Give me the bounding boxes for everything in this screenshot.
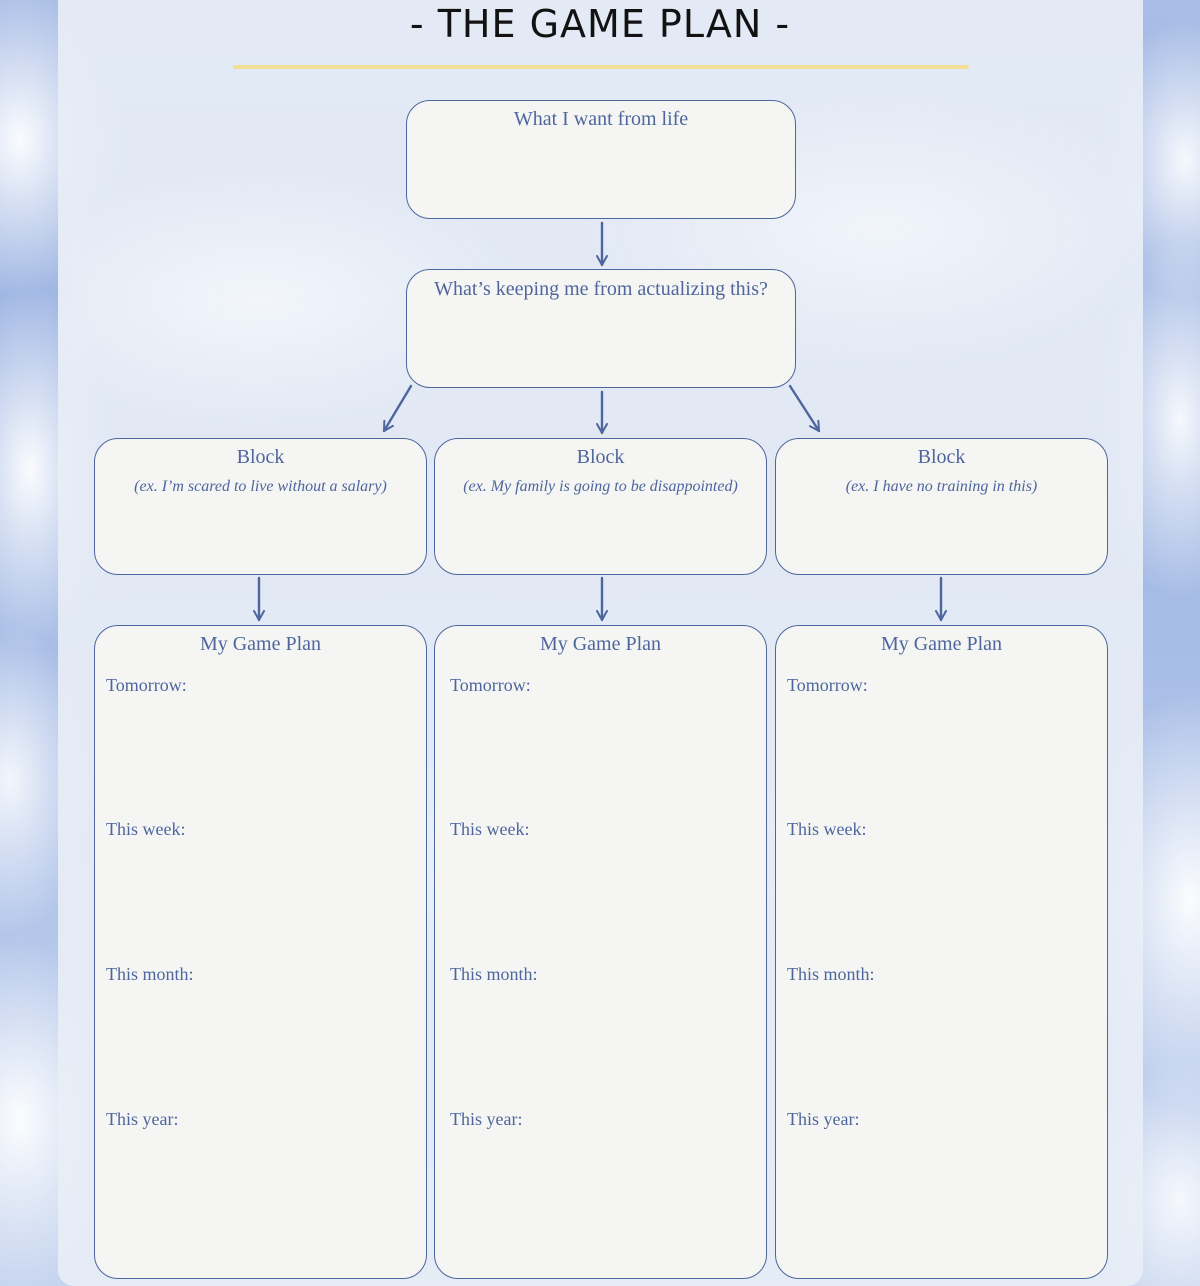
block-box-1: Block (ex. I’m scared to live without a …: [94, 438, 427, 575]
tomorrow-label: Tomorrow:: [450, 675, 531, 695]
block-example: (ex. My family is going to be disappoint…: [463, 478, 738, 495]
arrow-keeping-to-block-3: [788, 384, 821, 433]
game-plan-box-2: My Game Plan Tomorrow: This week: This m…: [434, 625, 767, 1279]
want-from-life-box: What I want from life: [406, 100, 796, 219]
this-month-label: This month:: [450, 964, 538, 984]
block-title: Block: [917, 446, 966, 468]
keeping-me-label: What’s keeping me from actualizing this?: [434, 278, 768, 300]
this-year-label: This year:: [106, 1109, 179, 1129]
block-title: Block: [236, 446, 285, 468]
this-year-label: This year:: [787, 1109, 860, 1129]
game-plan-box-3: My Game Plan Tomorrow: This week: This m…: [775, 625, 1108, 1279]
keeping-me-box: What’s keeping me from actualizing this?: [406, 269, 796, 388]
page-title: - THE GAME PLAN -: [409, 2, 791, 46]
this-month-label: This month:: [787, 964, 875, 984]
arrow-keeping-to-block-1: [382, 384, 413, 433]
want-from-life-label: What I want from life: [513, 108, 689, 130]
block-example: (ex. I have no training in this): [845, 478, 1038, 495]
this-week-label: This week:: [787, 819, 867, 839]
block-title: Block: [576, 446, 625, 468]
this-year-label: This year:: [450, 1109, 523, 1129]
tomorrow-label: Tomorrow:: [787, 675, 868, 695]
tomorrow-label: Tomorrow:: [106, 675, 187, 695]
this-month-label: This month:: [106, 964, 194, 984]
block-example: (ex. I’m scared to live without a salary…: [134, 478, 387, 495]
game-plan-title: My Game Plan: [539, 633, 662, 655]
block-box-2: Block (ex. My family is going to be disa…: [434, 438, 767, 575]
this-week-label: This week:: [106, 819, 186, 839]
title-underline: [233, 65, 969, 69]
game-plan-title: My Game Plan: [880, 633, 1003, 655]
this-week-label: This week:: [450, 819, 530, 839]
game-plan-box-1: My Game Plan Tomorrow: This week: This m…: [94, 625, 427, 1279]
block-box-3: Block (ex. I have no training in this): [775, 438, 1108, 575]
game-plan-title: My Game Plan: [199, 633, 322, 655]
